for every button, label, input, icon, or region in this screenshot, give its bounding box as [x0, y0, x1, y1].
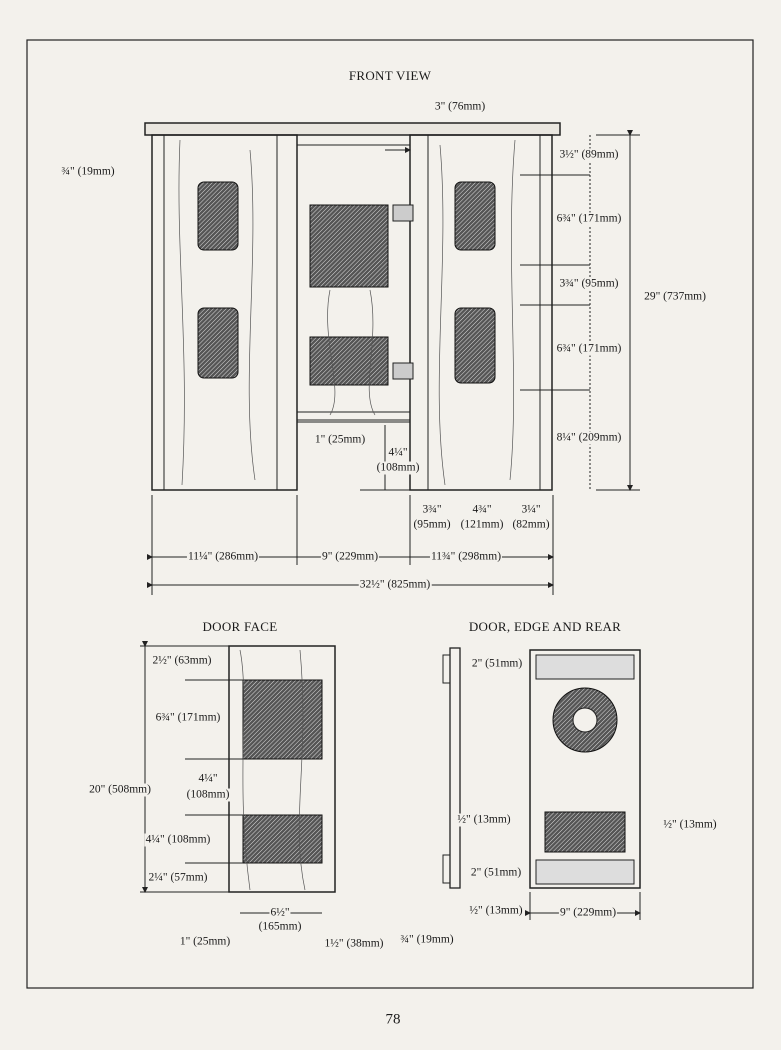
dim-label: (108mm): [375, 461, 421, 475]
dim-label: 2½" (63mm): [151, 654, 213, 668]
dim-label: 6¾" (171mm): [555, 342, 623, 356]
page-number: 78: [385, 1011, 401, 1028]
dim-label: 4¾": [471, 503, 493, 517]
dim-label: 6½": [269, 906, 291, 920]
dim-label: 9" (229mm): [558, 906, 618, 920]
dim-label: ½" (13mm): [468, 904, 524, 918]
dim-label: ½" (13mm): [662, 818, 718, 832]
dim-label: 1½" (38mm): [323, 937, 385, 951]
dim-label: ¾" (19mm): [399, 933, 455, 947]
dim-label: 29" (737mm): [643, 290, 707, 304]
dim-label: 11¾" (298mm): [429, 550, 503, 564]
dim-label: 3¼": [520, 503, 542, 517]
dim-label: ½" (13mm): [456, 813, 512, 827]
dim-label: 32½" (825mm): [358, 578, 432, 592]
dim-label: 6¾" (171mm): [154, 711, 222, 725]
dim-label: 20" (508mm): [88, 783, 152, 797]
dim-label: 9" (229mm): [320, 550, 380, 564]
dim-label: 8¼" (209mm): [555, 431, 623, 445]
dim-label: 3" (76mm): [433, 100, 487, 114]
dim-label: 3¾": [421, 503, 443, 517]
dim-label: (121mm): [459, 518, 505, 532]
dim-label: 1" (25mm): [178, 935, 232, 949]
dim-label: (108mm): [185, 788, 231, 802]
front-view-title: FRONT VIEW: [348, 68, 432, 83]
dim-label: (82mm): [511, 518, 551, 532]
page-frame: [26, 39, 754, 989]
front-view-drawing: [144, 122, 640, 595]
dim-label: 4¼": [387, 446, 409, 460]
door-rear-title: DOOR, EDGE AND REAR: [468, 619, 622, 634]
dim-label: 1" (25mm): [313, 433, 367, 447]
dim-label: (165mm): [257, 920, 303, 934]
dim-label: 2¼" (57mm): [147, 871, 209, 885]
dim-label: 3½" (89mm): [558, 148, 620, 162]
dim-label: 11¼" (286mm): [186, 550, 260, 564]
dim-label: 6¾" (171mm): [555, 212, 623, 226]
dim-label: ¾" (19mm): [60, 165, 116, 179]
dim-label: 4¼" (108mm): [144, 833, 212, 847]
dim-label: 4¼": [197, 772, 219, 786]
dim-label: 3¾" (95mm): [558, 277, 620, 291]
dim-label: (95mm): [412, 518, 452, 532]
door-face-title: DOOR FACE: [202, 619, 278, 634]
dim-label: 2" (51mm): [470, 657, 524, 671]
door-rear-drawing: [442, 647, 641, 920]
dim-label: 2" (51mm): [469, 866, 523, 880]
door-face-drawing: [140, 641, 336, 914]
